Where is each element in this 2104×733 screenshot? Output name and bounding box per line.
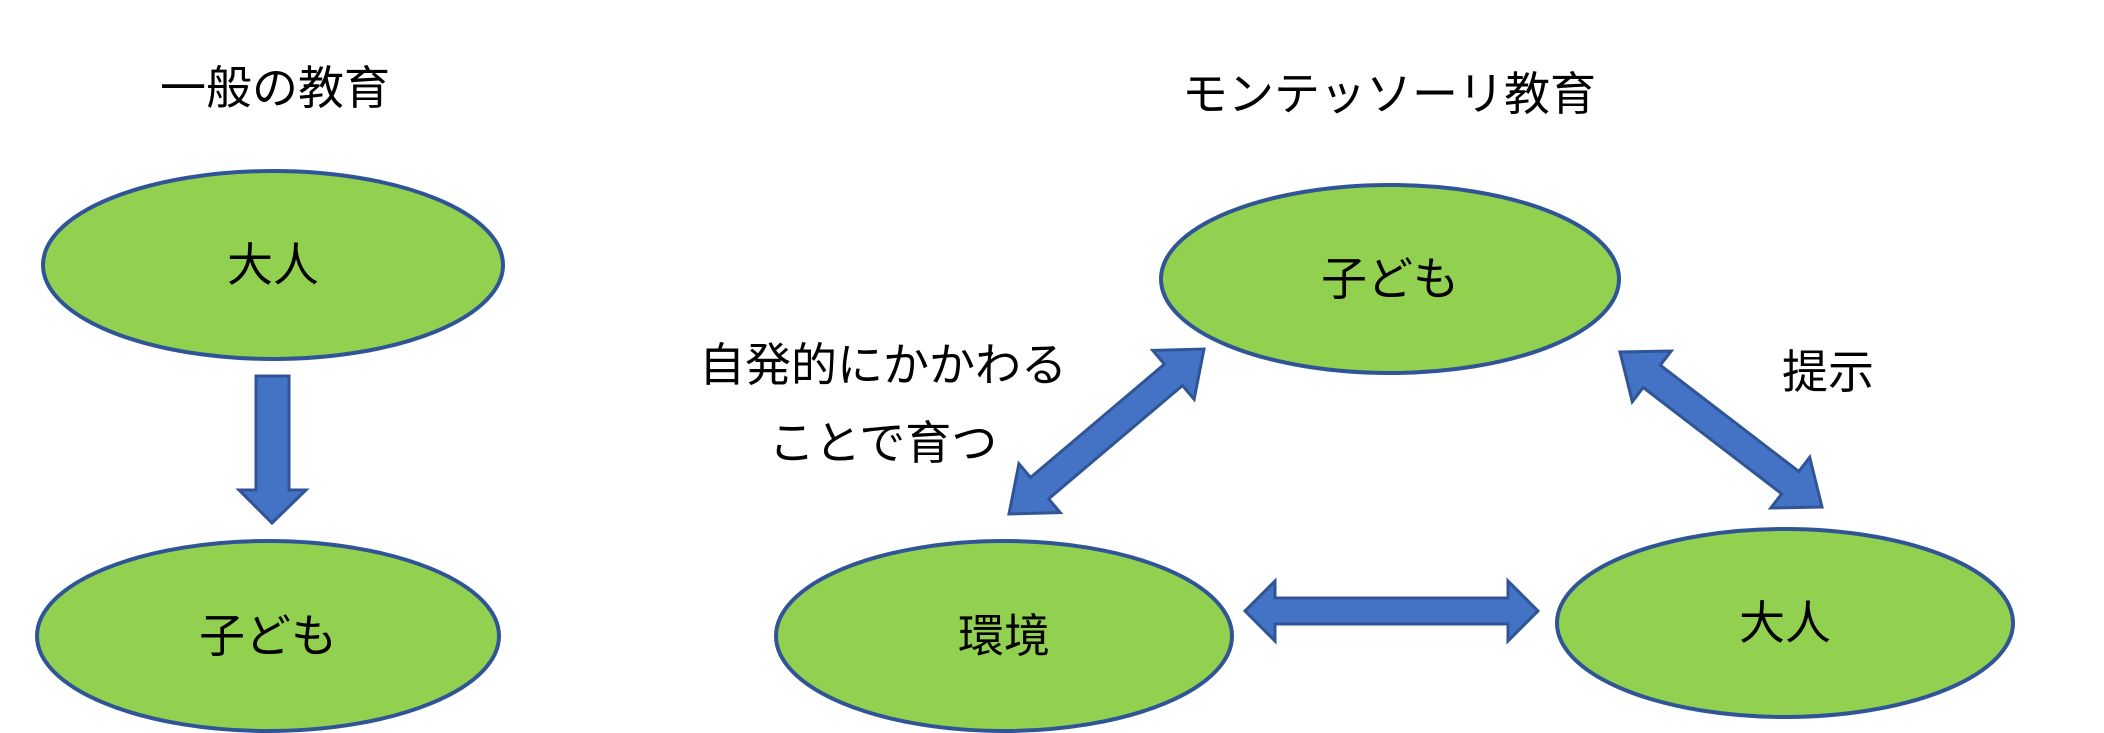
node-ellipse [774,539,1234,733]
node-label: 子ども [1321,252,1459,306]
left-node-adult: 大人 [41,169,505,361]
right-node-environment: 環境 [774,539,1234,733]
node-ellipse [41,169,505,361]
right-node-child: 子ども [1159,183,1621,375]
right-diagram-title: モンテッソーリ教育 [1182,67,1596,121]
node-ellipse [1555,527,2015,719]
right-node-adult: 大人 [1555,527,2015,719]
double-arrow-environment-adult [1242,577,1541,645]
left-diagram-title: 一般の教育 [160,61,390,115]
node-label: 大人 [227,238,319,292]
left-node-child: 子ども [35,539,501,733]
double-arrow-child-adult [1618,349,1824,510]
annotation-line1: 自発的にかかわる [699,338,1067,392]
node-label: 子ども [199,609,337,663]
double-arrow-environment-child [1007,347,1206,516]
node-label: 大人 [1739,596,1831,650]
annotation-present: 提示 [1782,345,1874,399]
node-ellipse [35,539,501,733]
node-ellipse [1159,183,1621,375]
annotation-line2: ことで育つ [769,416,998,470]
node-label: 環境 [958,609,1050,663]
down-arrow [235,374,310,526]
